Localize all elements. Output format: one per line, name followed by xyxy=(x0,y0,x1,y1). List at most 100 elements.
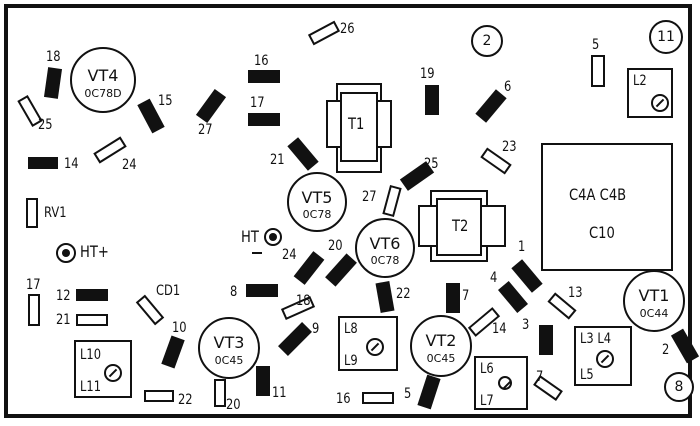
ht-minus-bar xyxy=(252,252,262,254)
label-7: 7 xyxy=(462,288,470,304)
capacitor-block-c4-c10: C4A C4B C10 xyxy=(541,143,673,271)
transistor-vt6: VT6 0C78 xyxy=(355,218,415,278)
transistor-vt5-type: 0C78 xyxy=(302,208,332,221)
connection-point-11-label: 11 xyxy=(657,29,675,45)
label-16: 16 xyxy=(254,53,269,69)
label-5b: 5 xyxy=(404,386,412,402)
transistor-vt2-name: VT2 xyxy=(425,331,457,350)
label-14: 14 xyxy=(64,156,79,172)
label-23: 23 xyxy=(502,139,517,155)
transformer-t1-label: T1 xyxy=(348,114,365,133)
preset-rv1 xyxy=(26,198,38,228)
transistor-vt3-type: 0C45 xyxy=(214,354,244,367)
trimmer-core-icon xyxy=(651,94,669,112)
label-25: 25 xyxy=(38,117,53,133)
capacitor-20 xyxy=(214,379,226,407)
label-15: 15 xyxy=(158,93,173,109)
transistor-vt5: VT5 0C78 xyxy=(287,172,347,232)
resistor-8 xyxy=(246,284,278,297)
transistor-vt3: VT3 0C45 xyxy=(198,317,260,379)
resistor-3 xyxy=(539,325,553,355)
label-16b: 16 xyxy=(336,391,351,407)
label-21: 21 xyxy=(56,312,71,328)
coil-l8-label: L8 xyxy=(344,321,358,337)
label-20b: 20 xyxy=(328,238,343,254)
transistor-vt4-name: VT4 xyxy=(87,66,119,85)
label-10: 10 xyxy=(172,320,187,336)
label-19: 19 xyxy=(420,66,435,82)
label-14b: 14 xyxy=(492,321,507,337)
label-12: 12 xyxy=(56,288,71,304)
label-9: 9 xyxy=(312,321,320,337)
transistor-vt2-type: 0C45 xyxy=(426,352,456,365)
coil-l7-label: L7 xyxy=(480,393,494,409)
board-outline xyxy=(4,4,692,418)
label-21b: 21 xyxy=(270,152,285,168)
label-27b: 27 xyxy=(362,189,377,205)
label-17: 17 xyxy=(26,277,41,293)
label-6: 6 xyxy=(504,79,512,95)
capacitor-5 xyxy=(591,55,605,87)
coil-l3-l4-l5: L3 L4 L5 xyxy=(574,326,632,386)
ht-minus-label: HT xyxy=(241,227,259,246)
ht-plus-label: HT+ xyxy=(80,242,109,261)
label-rv1: RV1 xyxy=(44,205,67,221)
resistor-11 xyxy=(256,366,270,396)
label-24b: 24 xyxy=(282,247,297,263)
coil-l5-label: L5 xyxy=(580,367,594,383)
connection-point-11: 11 xyxy=(649,20,683,54)
trimmer-core-icon xyxy=(366,338,384,356)
resistor-12 xyxy=(76,289,108,301)
capacitor-block-line1: C4A C4B xyxy=(569,185,627,204)
resistor-17 xyxy=(248,113,280,126)
resistor-14 xyxy=(28,157,58,169)
coil-l2: L2 xyxy=(627,68,673,118)
coil-l6-label: L6 xyxy=(480,361,494,377)
coil-l10-label: L10 xyxy=(80,347,102,363)
transistor-vt1: VT1 0C44 xyxy=(623,270,685,332)
resistor-7 xyxy=(446,283,460,313)
label-11: 11 xyxy=(272,385,287,401)
label-27: 27 xyxy=(198,122,213,138)
coil-l9-label: L9 xyxy=(344,353,358,369)
resistor-16 xyxy=(248,70,280,83)
label-7b: 7 xyxy=(536,369,544,385)
trimmer-core-icon xyxy=(498,376,512,390)
transistor-vt2: VT2 0C45 xyxy=(410,315,472,377)
coil-l10-l11: L10 L11 xyxy=(74,340,132,398)
transistor-vt5-name: VT5 xyxy=(301,188,333,207)
ht-plus-terminal-icon xyxy=(56,243,76,263)
label-cd1: CD1 xyxy=(156,283,181,299)
transformer-t2-label: T2 xyxy=(452,216,469,235)
connection-point-2-label: 2 xyxy=(482,33,492,49)
label-5: 5 xyxy=(592,37,600,53)
coil-l3-l4-label: L3 L4 xyxy=(580,331,612,347)
trimmer-core-icon xyxy=(596,350,614,368)
transistor-vt1-type: 0C44 xyxy=(639,307,669,320)
resistor-19 xyxy=(425,85,439,115)
label-13: 13 xyxy=(568,285,583,301)
coil-l8-l9: L8 L9 xyxy=(338,316,398,371)
connection-point-8: 8 xyxy=(664,372,694,402)
transistor-vt1-name: VT1 xyxy=(638,286,670,305)
label-17b: 17 xyxy=(250,95,265,111)
transistor-vt6-type: 0C78 xyxy=(370,254,400,267)
transistor-vt6-name: VT6 xyxy=(369,234,401,253)
coil-l11-label: L11 xyxy=(80,379,102,395)
capacitor-block-line2: C10 xyxy=(589,223,615,242)
transistor-vt4-type: 0C78D xyxy=(84,87,122,100)
label-18: 18 xyxy=(46,49,61,65)
capacitor-22 xyxy=(144,390,174,402)
capacitor-17 xyxy=(28,294,40,326)
coil-l2-label: L2 xyxy=(633,73,647,89)
label-26: 26 xyxy=(340,21,355,37)
ht-minus-terminal-icon xyxy=(264,228,282,246)
label-24: 24 xyxy=(122,157,137,173)
label-2: 2 xyxy=(662,342,670,358)
connection-point-2: 2 xyxy=(471,25,503,57)
label-18b: 18 xyxy=(296,293,311,309)
transistor-vt4: VT4 0C78D xyxy=(70,47,136,113)
capacitor-16 xyxy=(362,392,394,404)
label-20: 20 xyxy=(226,397,241,413)
